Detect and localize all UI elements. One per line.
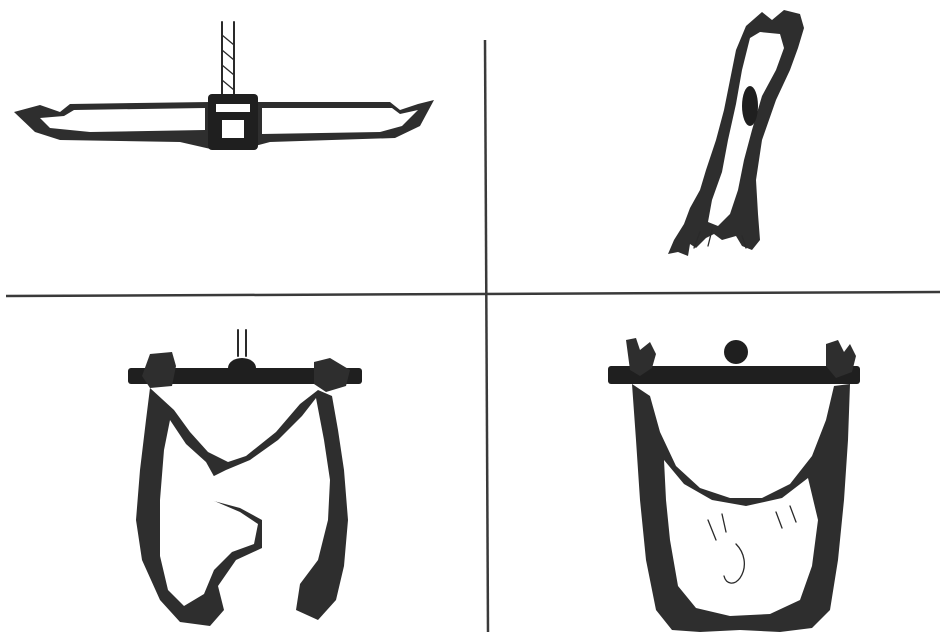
front-hook bbox=[238, 330, 246, 356]
vertical-divider bbox=[485, 40, 488, 632]
rear-hook-ring bbox=[724, 340, 748, 364]
horizontal-divider bbox=[6, 292, 940, 296]
front-right-leg-tip bbox=[314, 358, 350, 392]
rope-twist bbox=[222, 35, 234, 90]
panel-hind-leg bbox=[668, 10, 804, 256]
panel-hanging-carcass-rear bbox=[608, 338, 860, 632]
hock-hole bbox=[742, 86, 758, 126]
front-left-leg-tip bbox=[142, 352, 176, 388]
panel-hanging-carcass-front bbox=[128, 330, 362, 626]
front-carcass-light-right bbox=[300, 420, 324, 566]
panel-gambrel-spreader bbox=[14, 22, 434, 150]
